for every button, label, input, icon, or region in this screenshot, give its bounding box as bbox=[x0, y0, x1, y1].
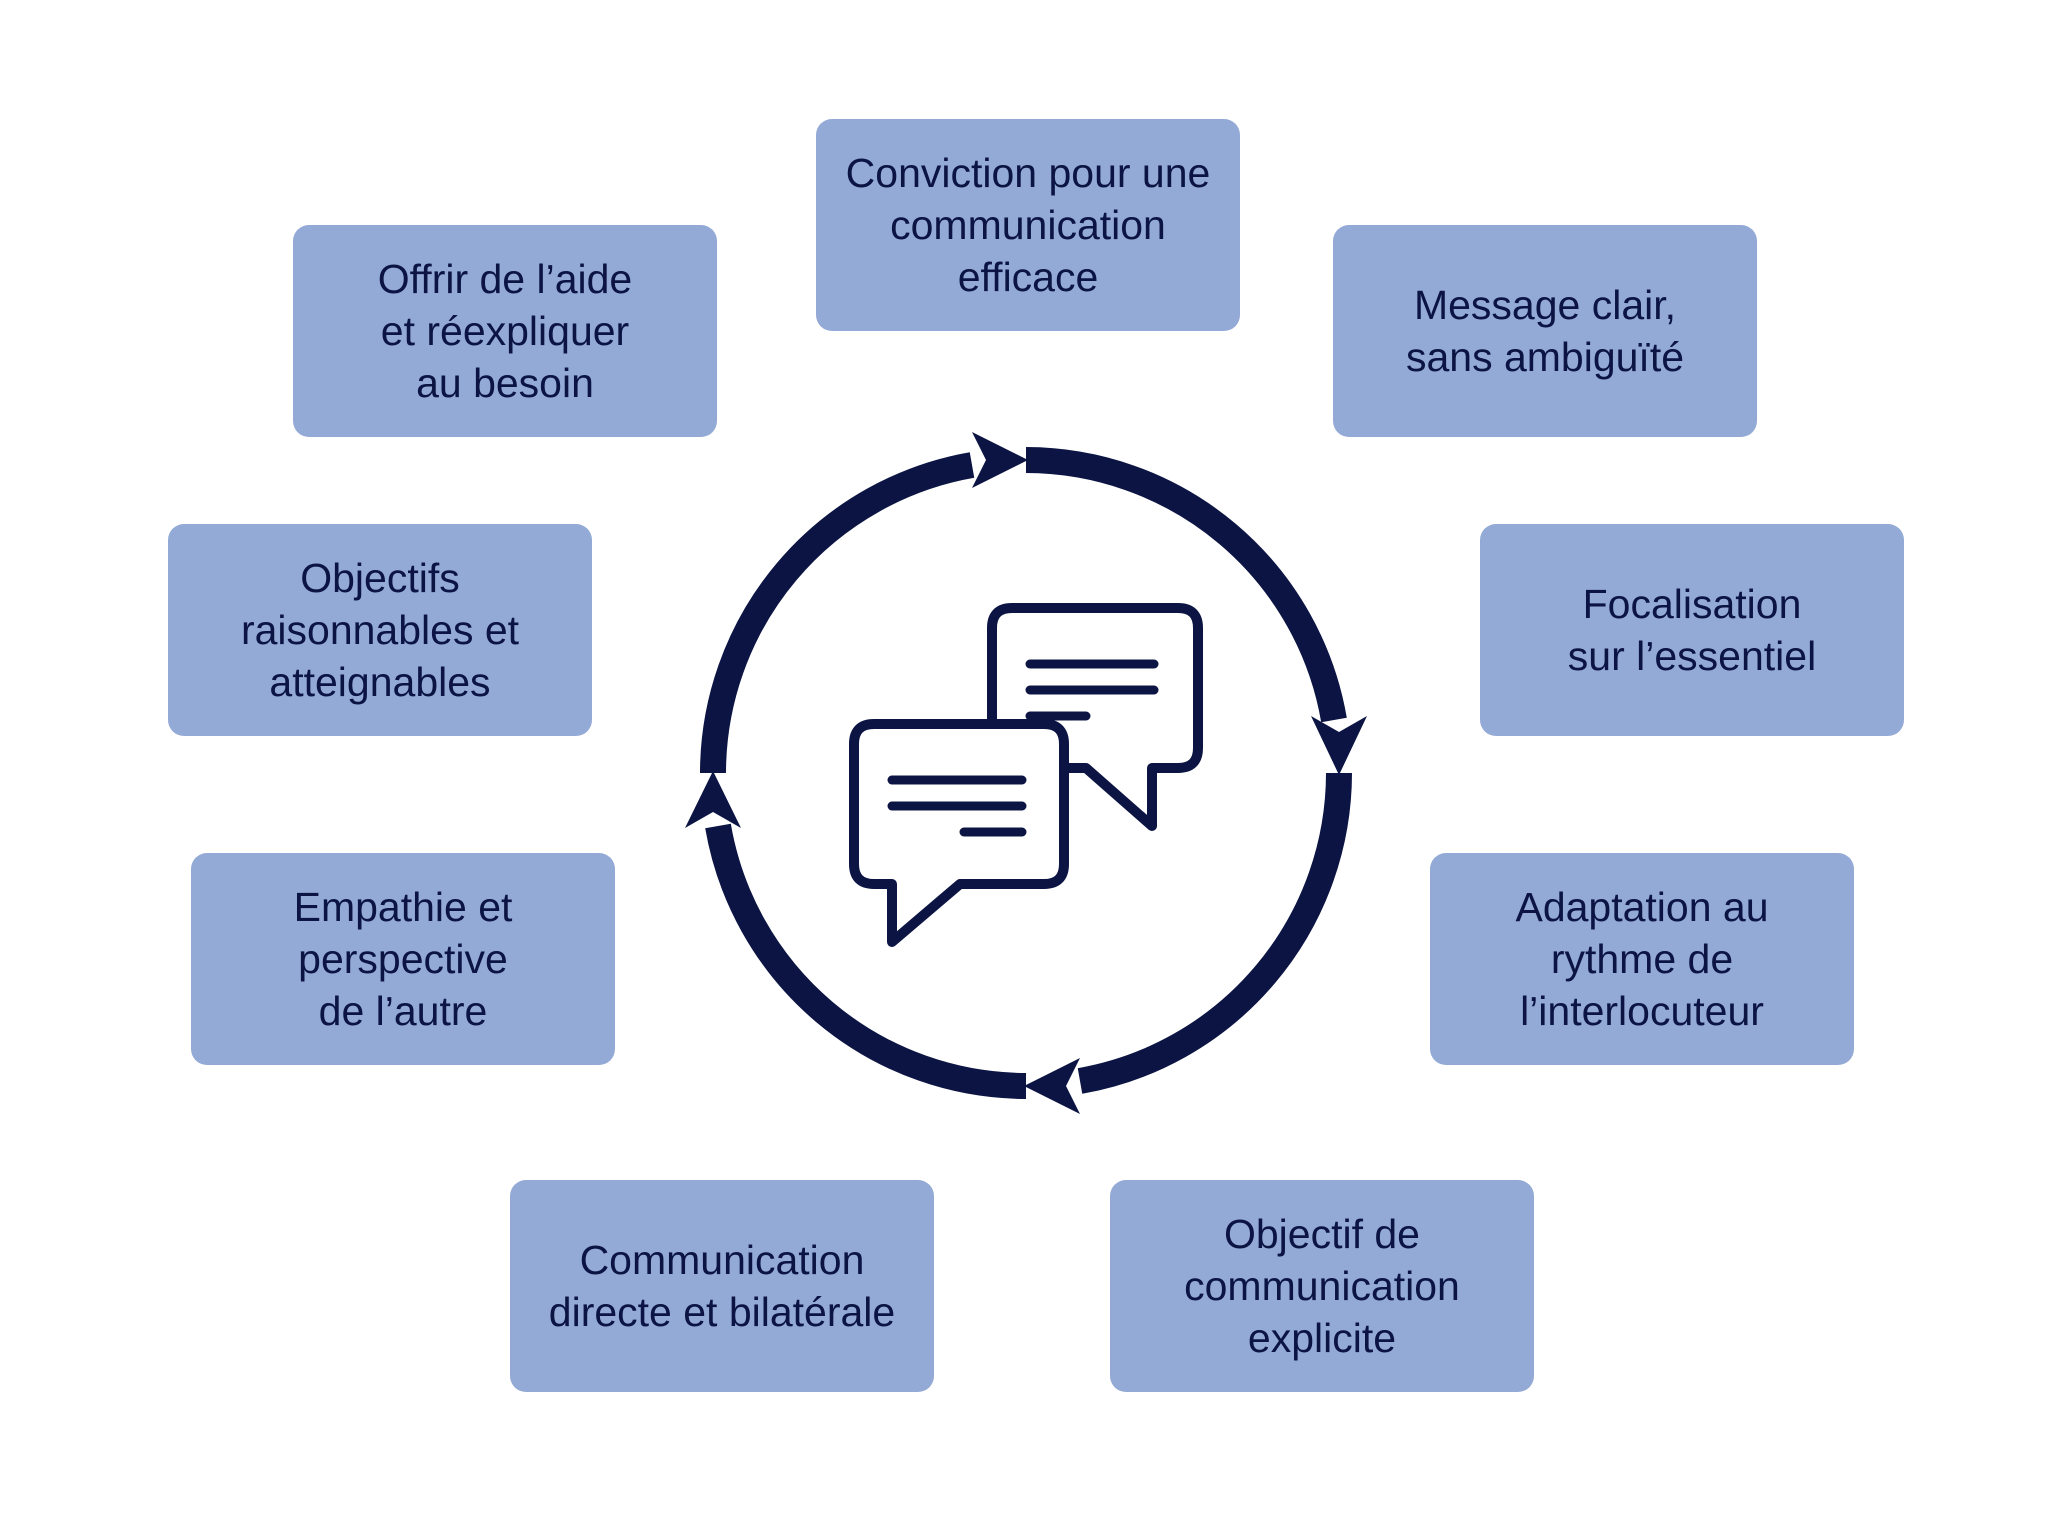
box-conviction: Conviction pour une communication effica… bbox=[816, 119, 1240, 331]
box-objectif-explicite: Objectif de communication explicite bbox=[1110, 1180, 1534, 1392]
box-label: Conviction pour une communication effica… bbox=[845, 150, 1211, 300]
arrowhead-left bbox=[685, 771, 741, 828]
box-label: Focalisation sur l’essentiel bbox=[1567, 581, 1817, 679]
chat-lines bbox=[887, 659, 1159, 837]
chat-bubbles-icon bbox=[849, 603, 1203, 947]
box-message-clair: Message clair, sans ambiguïté bbox=[1333, 225, 1757, 437]
box-focalisation: Focalisation sur l’essentiel bbox=[1480, 524, 1904, 736]
box-communication-directe: Communication directe et bilatérale bbox=[510, 1180, 934, 1392]
box-label: Objectif de communication explicite bbox=[1184, 1211, 1460, 1361]
cycle-arc-top-right bbox=[1025, 447, 1347, 723]
cycle-arrows bbox=[700, 447, 1352, 1099]
box-label: Communication directe et bilatérale bbox=[548, 1237, 896, 1335]
box-objectifs-raisonnables: Objectifs raisonnables et atteignables bbox=[168, 524, 592, 736]
box-label: Offrir de l’aide et réexpliquer au besoi… bbox=[377, 256, 633, 406]
arrowhead-right bbox=[1311, 716, 1367, 775]
arrowhead-top bbox=[972, 432, 1028, 488]
box-offrir-aide: Offrir de l’aide et réexpliquer au besoi… bbox=[293, 225, 717, 437]
cycle-arrowheads bbox=[685, 432, 1367, 1114]
cycle-arc-bottom-right bbox=[1077, 772, 1352, 1094]
cycle-arc-top-left bbox=[700, 452, 975, 774]
box-empathie: Empathie et perspective de l’autre bbox=[191, 853, 615, 1065]
box-label: Objectifs raisonnables et atteignables bbox=[240, 555, 520, 705]
cycle-arc-bottom-left bbox=[705, 823, 1027, 1099]
box-adaptation: Adaptation au rythme de l’interlocuteur bbox=[1430, 853, 1854, 1065]
chat-bubble-front bbox=[849, 719, 1069, 947]
box-label: Message clair, sans ambiguïté bbox=[1405, 282, 1685, 380]
box-label: Empathie et perspective de l’autre bbox=[293, 884, 513, 1034]
box-label: Adaptation au rythme de l’interlocuteur bbox=[1515, 884, 1769, 1034]
arrowhead-bottom bbox=[1024, 1058, 1080, 1114]
